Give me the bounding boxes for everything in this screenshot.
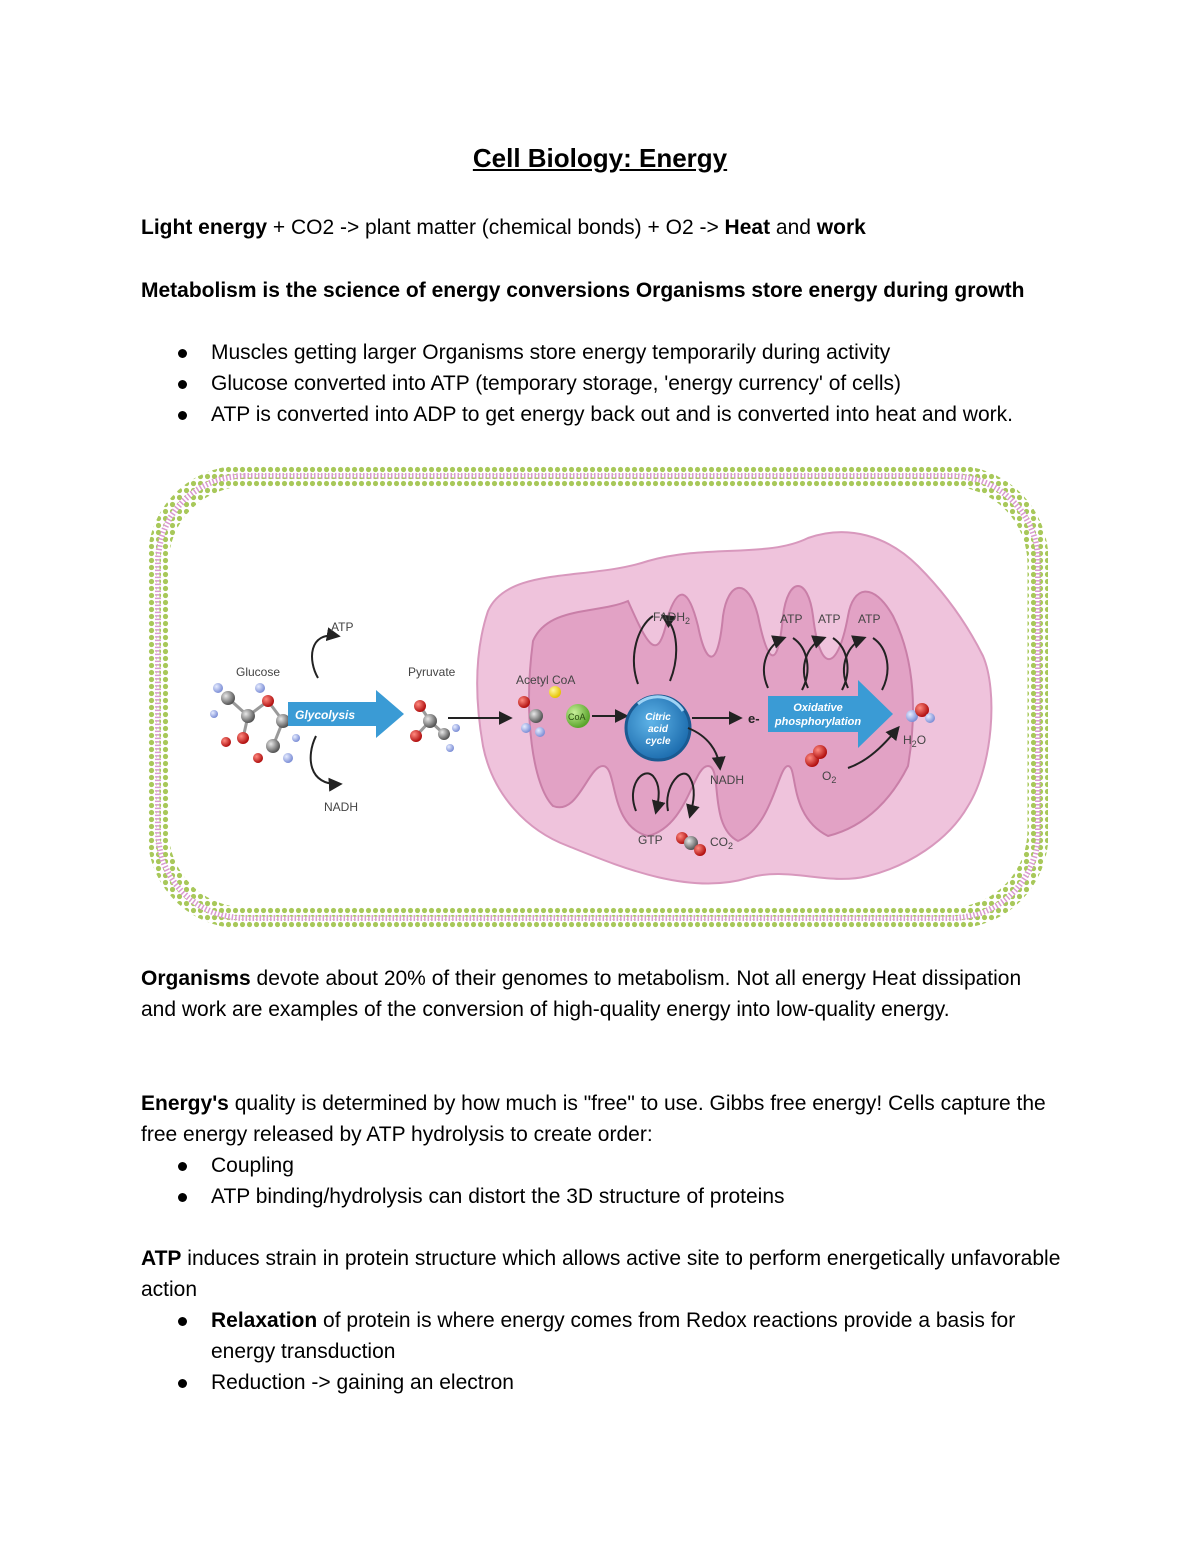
gtp-label: GTP bbox=[638, 833, 663, 847]
metabolism-heading: Metabolism is the science of energy conv… bbox=[141, 279, 1025, 302]
atp-lead: ATP bbox=[141, 1247, 182, 1270]
atp-curve-arrow bbox=[311, 627, 341, 679]
nadh-bottom-label: NADH bbox=[324, 800, 358, 814]
atp-2-return bbox=[832, 637, 849, 691]
intro-and: and bbox=[770, 216, 817, 239]
list-item: Coupling bbox=[141, 1150, 1061, 1181]
relaxation-lead: Relaxation bbox=[211, 1309, 318, 1332]
oxygen-molecule bbox=[805, 745, 827, 767]
glycolysis-arrow bbox=[288, 690, 404, 738]
citric-label-1: Citric bbox=[645, 712, 671, 723]
pyruvate-molecule bbox=[410, 700, 460, 752]
list-item: Glucose converted into ATP (temporary st… bbox=[141, 368, 1061, 399]
atp-2-label: ATP bbox=[818, 612, 840, 626]
pyruvate-label: Pyruvate bbox=[408, 665, 456, 679]
list-item: Reduction -> gaining an electron bbox=[141, 1367, 1061, 1398]
organisms-text: devote about 20% of their genomes to met… bbox=[141, 967, 1022, 1021]
respiration-diagram: Glucose ATP NADH Glycolysis bbox=[147, 465, 1049, 929]
intro-middle: + CO2 -> plant matter (chemical bonds) +… bbox=[267, 216, 725, 239]
intro-heat: Heat bbox=[724, 216, 771, 239]
intro-line: Light energy + CO2 -> plant matter (chem… bbox=[141, 212, 1061, 243]
organisms-paragraph: Organisms devote about 20% of their geno… bbox=[141, 963, 1061, 1025]
energy-list: Coupling ATP binding/hydrolysis can dist… bbox=[141, 1150, 1061, 1212]
atp-1-arrow bbox=[763, 635, 787, 689]
co2-label: CO2 bbox=[710, 835, 733, 851]
cell-membrane bbox=[147, 465, 1049, 929]
water-molecule bbox=[906, 703, 935, 723]
o2-label: O2 bbox=[822, 769, 836, 785]
oxphos-label-2: phosphorylation bbox=[774, 716, 861, 728]
gtp-curve-arrow bbox=[631, 772, 666, 815]
intro-light-energy: Light energy bbox=[141, 216, 268, 239]
fadh2-label: FADH2 bbox=[653, 610, 690, 626]
atp-text: induces strain in protein structure whic… bbox=[141, 1247, 1061, 1301]
citric-acid-cycle bbox=[624, 694, 692, 762]
nadh-right-label: NADH bbox=[710, 773, 744, 787]
list-item: ATP is converted into ADP to get energy … bbox=[141, 399, 1061, 430]
metabolism-list: Muscles getting larger Organisms store e… bbox=[141, 337, 1061, 430]
oxphos-label-1: Oxidative bbox=[793, 702, 843, 714]
atp-1-return bbox=[792, 637, 809, 691]
fadh2-curve-right bbox=[660, 614, 678, 682]
atp-3-label: ATP bbox=[858, 612, 880, 626]
glycolysis-label: Glycolysis bbox=[295, 708, 355, 722]
energy-paragraph: Energy's quality is determined by how mu… bbox=[141, 1088, 1061, 1150]
coa-label: CoA bbox=[568, 712, 586, 722]
oxidative-phosphorylation-arrow bbox=[768, 680, 893, 748]
list-item: ATP binding/hydrolysis can distort the 3… bbox=[141, 1181, 1061, 1212]
nadh-right-arrow bbox=[687, 727, 726, 771]
energy-lead: Energy's bbox=[141, 1092, 229, 1115]
co2-curve-arrow bbox=[666, 772, 700, 819]
h2o-label: H2O bbox=[903, 733, 926, 749]
respiration-figure: Glucose ATP NADH Glycolysis bbox=[147, 465, 1049, 929]
intro-work: work bbox=[816, 216, 866, 239]
fadh2-curve-left bbox=[633, 615, 654, 685]
acetyl-coa-label: Acetyl CoA bbox=[516, 673, 575, 687]
glucose-label: Glucose bbox=[236, 665, 280, 679]
atp-top-label: ATP bbox=[331, 620, 353, 634]
atp-paragraph: ATP induces strain in protein structure … bbox=[141, 1243, 1061, 1305]
organisms-lead: Organisms bbox=[141, 967, 251, 990]
list-item: Relaxation of protein is where energy co… bbox=[141, 1305, 1061, 1367]
atp-3-return bbox=[872, 637, 889, 691]
electron-label: e- bbox=[748, 711, 760, 726]
mitochondrion bbox=[476, 531, 993, 885]
relaxation-text: of protein is where energy comes from Re… bbox=[211, 1309, 1016, 1363]
energy-text: quality is determined by how much is "fr… bbox=[141, 1092, 1046, 1146]
atp-1-label: ATP bbox=[780, 612, 802, 626]
nadh-curve-arrow bbox=[309, 735, 343, 792]
atp-list: Relaxation of protein is where energy co… bbox=[141, 1305, 1061, 1398]
list-item: Muscles getting larger Organisms store e… bbox=[141, 337, 1061, 368]
acetyl-coa-molecule bbox=[518, 686, 590, 737]
co2-molecule bbox=[676, 832, 706, 856]
o2-to-water-arrow bbox=[847, 725, 900, 769]
citric-label-3: cycle bbox=[645, 736, 670, 747]
page-title: Cell Biology: Energy bbox=[472, 143, 728, 173]
citric-label-2: acid bbox=[648, 724, 669, 735]
